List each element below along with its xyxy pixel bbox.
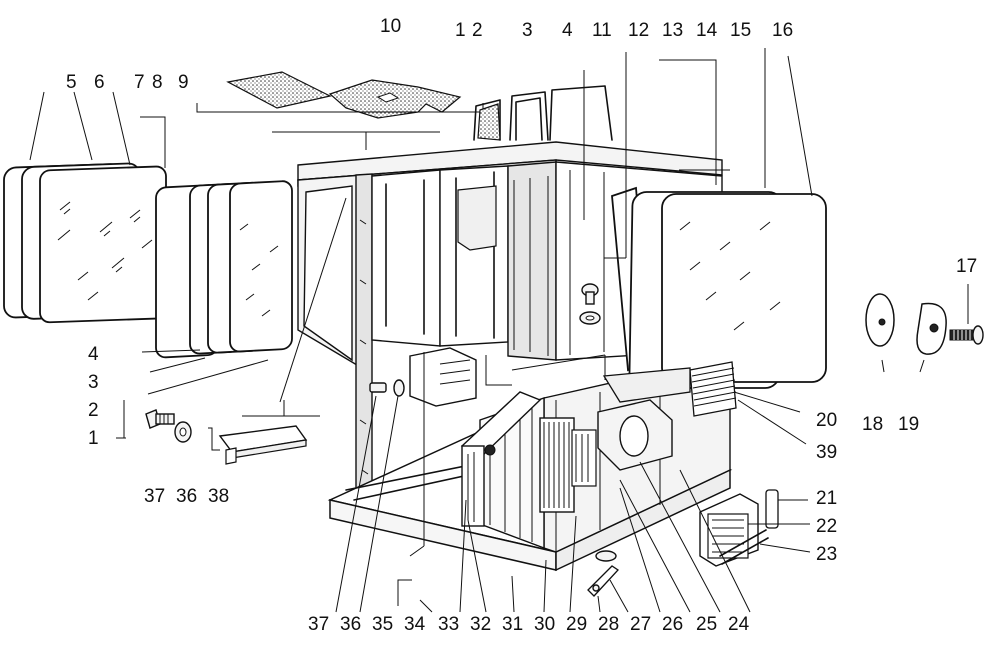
pins-23 <box>719 529 769 565</box>
left-bottom-leaders <box>335 395 547 613</box>
bracket-1-4 <box>116 400 125 439</box>
label-32: 32 <box>470 614 491 635</box>
label-18: 18 <box>862 414 883 435</box>
part-19 <box>916 302 947 355</box>
label-37-bottom: 37 <box>308 614 329 635</box>
label-22: 22 <box>816 516 837 537</box>
label-27: 27 <box>630 614 651 635</box>
label-8: 8 <box>152 72 163 93</box>
door-glass-leaders <box>123 349 269 439</box>
label-20: 20 <box>816 410 837 431</box>
bracket-38-leader <box>208 400 320 451</box>
label-9: 9 <box>178 72 189 93</box>
label-3-left: 3 <box>88 372 99 393</box>
right-bottom-leaders <box>569 391 807 613</box>
lamp-22 <box>699 493 759 567</box>
vent-grille-20 <box>689 361 737 417</box>
label-36-bottom: 36 <box>340 614 361 635</box>
windows-leader <box>29 91 166 168</box>
label-16: 16 <box>772 20 793 41</box>
washer-13 <box>579 311 601 325</box>
label-1-left: 1 <box>88 428 99 449</box>
label-34: 34 <box>404 614 426 635</box>
bolt-37-upper <box>369 382 387 393</box>
roof-mat-right <box>328 79 462 119</box>
label-23: 23 <box>816 544 837 565</box>
label-11: 11 <box>592 20 612 41</box>
label-36-left: 36 <box>176 486 197 507</box>
label-14: 14 <box>696 20 718 41</box>
label-13: 13 <box>662 20 683 41</box>
label-2-top: 2 <box>472 20 483 41</box>
clip-27 <box>595 550 617 562</box>
side-window-8 <box>39 165 167 324</box>
lens-21 <box>765 489 779 529</box>
roof-mat-left <box>226 71 332 109</box>
radiator-30 <box>539 417 575 513</box>
bracket-28 <box>587 565 619 597</box>
label-7: 7 <box>134 72 145 93</box>
screw-17 <box>949 325 984 345</box>
label-35: 35 <box>372 614 393 635</box>
callout-labels: 1 2 3 4 11 12 13 14 15 16 10 5 6 7 8 9 1… <box>66 16 977 635</box>
bolt-11 <box>581 283 599 305</box>
label-38: 38 <box>208 486 229 507</box>
label-17: 17 <box>956 256 977 277</box>
heater-block-33 <box>460 391 542 527</box>
bracket-34 <box>409 347 477 557</box>
roof-leader <box>196 103 484 150</box>
label-39: 39 <box>816 442 837 463</box>
label-4-left: 4 <box>88 344 99 365</box>
roof-seal-stack <box>473 85 613 141</box>
label-21: 21 <box>816 488 837 509</box>
part-18 <box>865 293 895 347</box>
label-2-left: 2 <box>88 400 99 421</box>
bolt-37 <box>145 409 175 429</box>
washer-36-upper <box>393 379 405 397</box>
right-window-16 <box>661 193 827 383</box>
label-31: 31 <box>502 614 523 635</box>
washer-36 <box>174 421 192 443</box>
label-30: 30 <box>534 614 555 635</box>
knob-leaders <box>881 284 969 373</box>
label-33: 33 <box>438 614 459 635</box>
label-28: 28 <box>598 614 619 635</box>
label-37-left: 37 <box>144 486 165 507</box>
label-6: 6 <box>94 72 105 93</box>
label-10: 10 <box>380 16 401 37</box>
duct-39 <box>602 367 691 403</box>
lamp-leaders <box>748 499 811 553</box>
label-24: 24 <box>728 614 750 635</box>
label-3-top: 3 <box>522 20 533 41</box>
right-windows-leaders <box>583 48 813 259</box>
long-leader <box>279 197 347 403</box>
label-15: 15 <box>730 20 751 41</box>
label-4-top: 4 <box>562 20 573 41</box>
label-12: 12 <box>628 20 649 41</box>
fan-unit-26 <box>571 399 673 487</box>
label-29: 29 <box>566 614 587 635</box>
label-1-top: 1 <box>455 20 466 41</box>
label-5: 5 <box>66 72 77 93</box>
label-26: 26 <box>662 614 683 635</box>
bracket-38 <box>218 425 308 465</box>
label-19: 19 <box>898 414 919 435</box>
door-glass-1 <box>229 180 293 353</box>
label-25: 25 <box>696 614 717 635</box>
